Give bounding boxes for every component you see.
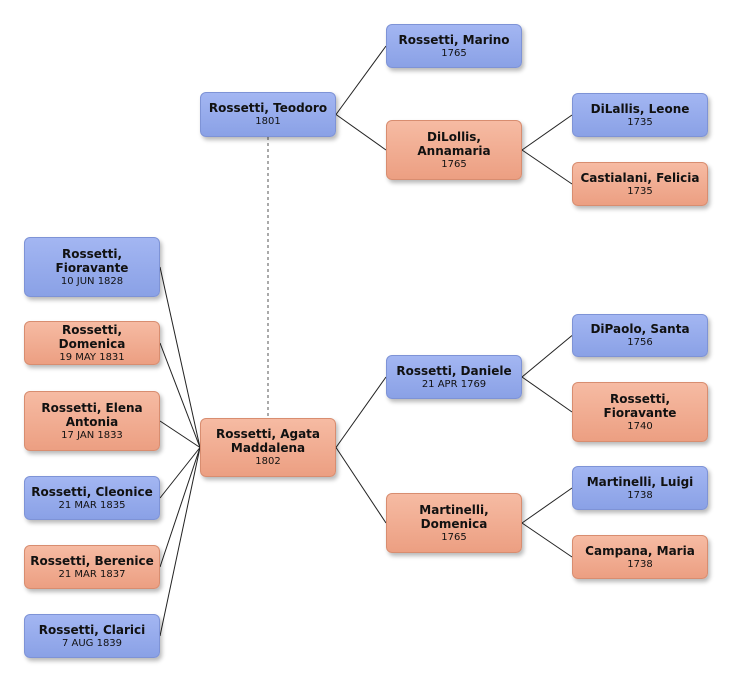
person-card-fioravante-rossetti-child[interactable]: Rossetti, Fioravante 10 JUN 1828: [24, 237, 160, 297]
person-name: Rossetti, Elena Antonia: [41, 400, 143, 429]
person-name: Martinelli, Domenica: [419, 502, 489, 531]
person-name: Rossetti, Daniele: [396, 363, 512, 378]
person-card-domenica-rossetti[interactable]: Rossetti, Domenica 19 MAY 1831: [24, 321, 160, 365]
person-card-marino-rossetti[interactable]: Rossetti, Marino 1765: [386, 24, 522, 68]
person-name: Rossetti, Agata Maddalena: [215, 427, 321, 455]
person-card-leone-dilallis[interactable]: DiLallis, Leone 1735: [572, 93, 708, 137]
person-card-santa-dipaolo[interactable]: DiPaolo, Santa 1756: [572, 314, 708, 357]
person-date: 1765: [441, 531, 467, 543]
person-date: 1735: [627, 185, 653, 197]
person-name: DiLollis, Annamaria: [417, 129, 491, 158]
person-name: DiPaolo, Santa: [590, 322, 690, 336]
person-name: Rossetti, Fioravante: [603, 391, 677, 420]
parent-link-line: [521, 522, 573, 558]
person-card-felicia-castialani[interactable]: Castialani, Felicia 1735: [572, 162, 708, 206]
person-card-maria-campana[interactable]: Campana, Maria 1738: [572, 535, 708, 579]
person-name: Castialani, Felicia: [580, 170, 700, 185]
parent-link-line: [335, 114, 387, 151]
person-name: Rossetti, Berenice: [30, 553, 154, 568]
person-date: 1802: [255, 456, 281, 467]
parent-link-line: [521, 335, 573, 378]
child-link-line: [159, 266, 201, 448]
person-card-clarici-rossetti[interactable]: Rossetti, Clarici 7 AUG 1839: [24, 614, 160, 658]
child-link-line: [159, 342, 201, 448]
person-card-daniele-rossetti[interactable]: Rossetti, Daniele 21 APR 1769: [386, 355, 522, 399]
parent-link-line: [335, 447, 387, 524]
person-card-luigi-martinelli[interactable]: Martinelli, Luigi 1738: [572, 466, 708, 510]
child-link-line: [159, 447, 201, 499]
person-date: 17 JAN 1833: [61, 429, 123, 441]
person-name: Rossetti, Teodoro: [208, 101, 328, 115]
parent-link-line: [335, 45, 387, 115]
person-date: 1738: [627, 489, 653, 501]
person-name: Rossetti, Cleonice: [31, 484, 153, 499]
person-name: Rossetti, Marino: [398, 32, 510, 47]
person-card-fioravante-rossetti-grandparent[interactable]: Rossetti, Fioravante 1740: [572, 382, 708, 442]
person-name: Rossetti, Fioravante: [55, 246, 129, 275]
child-link-line: [159, 447, 201, 568]
person-date: 1738: [627, 558, 653, 570]
person-card-cleonice-rossetti[interactable]: Rossetti, Cleonice 21 MAR 1835: [24, 476, 160, 520]
parent-link-line: [521, 149, 573, 185]
parent-link-line: [521, 487, 573, 524]
person-card-annamaria-dilollis[interactable]: DiLollis, Annamaria 1765: [386, 120, 522, 180]
person-name: Campana, Maria: [585, 543, 695, 558]
person-date: 1756: [627, 337, 653, 348]
person-date: 21 MAR 1835: [58, 499, 126, 511]
person-date: 1740: [627, 420, 653, 432]
person-date: 1765: [441, 47, 467, 59]
child-link-line: [159, 447, 201, 637]
parent-link-line: [335, 376, 387, 448]
person-card-domenica-martinelli[interactable]: Martinelli, Domenica 1765: [386, 493, 522, 553]
person-date: 10 JUN 1828: [60, 275, 124, 287]
parent-link-line: [521, 376, 573, 413]
person-date: 21 MAR 1837: [58, 568, 126, 580]
person-card-teodoro-rossetti[interactable]: Rossetti, Teodoro 1801: [200, 92, 336, 137]
person-name: Rossetti, Clarici: [38, 622, 146, 637]
person-date: 1801: [255, 116, 281, 127]
person-date: 19 MAY 1831: [59, 351, 125, 363]
parent-link-line: [521, 114, 573, 151]
person-name: Rossetti, Domenica: [58, 322, 126, 351]
person-date: 7 AUG 1839: [61, 637, 123, 649]
person-card-berenice-rossetti[interactable]: Rossetti, Berenice 21 MAR 1837: [24, 545, 160, 589]
child-link-line: [159, 420, 201, 448]
person-name: DiLallis, Leone: [590, 101, 690, 116]
person-date: 1765: [441, 158, 467, 170]
person-date: 1735: [627, 116, 653, 128]
person-card-agata-maddalena-rossetti[interactable]: Rossetti, Agata Maddalena 1802: [200, 418, 336, 477]
person-date: 21 APR 1769: [421, 378, 487, 390]
person-card-elena-antonia-rossetti[interactable]: Rossetti, Elena Antonia 17 JAN 1833: [24, 391, 160, 451]
person-name: Martinelli, Luigi: [586, 474, 694, 489]
